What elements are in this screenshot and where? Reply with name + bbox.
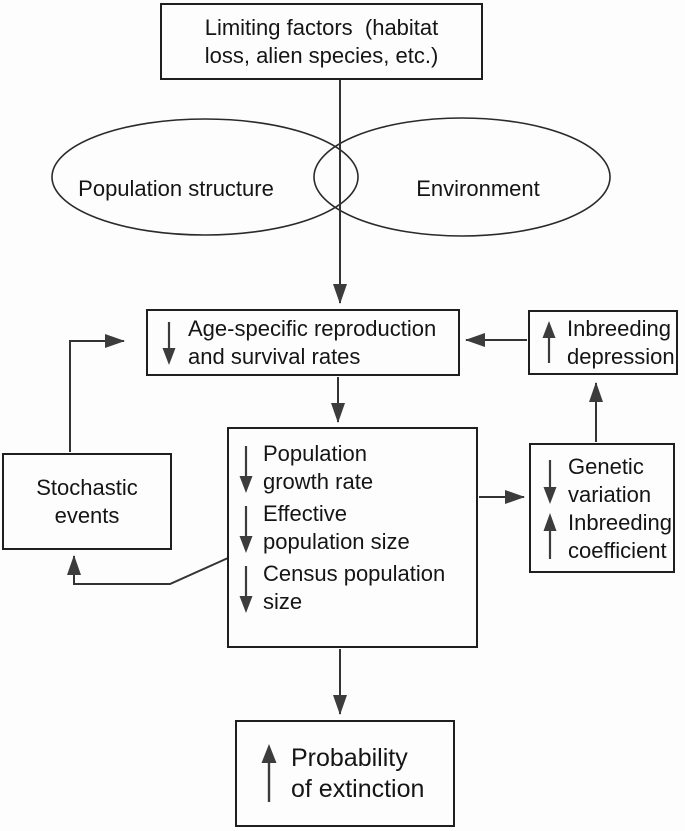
environment-ellipse [313,117,611,237]
connector-central-to-stochastic [67,555,229,585]
down-arrow-icon [239,566,253,613]
genetic-variation-box: Genetic variation Inbreeding coefficient [529,443,675,573]
list-item: Effective population size [237,500,476,556]
inbreeding-depression-box: Inbreeding depression [528,310,678,375]
population-structure-ellipse [51,118,359,236]
genetic-variation-label: Genetic variation [568,454,652,507]
population-growth-rate-label: Population growth rate [263,441,374,494]
list-item: Genetic variation [541,453,673,509]
age-specific-rates-label: Age-specific reproduction and survival r… [188,315,437,369]
environment-label: Environment [416,176,540,201]
down-arrow-icon [239,506,253,553]
population-parameters-box: Population growth rate Effective populat… [227,427,478,648]
list-item: Inbreeding coefficient [541,509,673,565]
stochastic-events-label: Stochastic events [36,474,138,528]
down-arrow-icon [239,446,253,493]
limiting-factors-label: Limiting factors (habitat loss, alien sp… [204,14,439,68]
population-structure-label: Population structure [78,176,274,201]
probability-extinction-box: Probability of extinction [235,720,455,827]
probability-extinction-label: Probability of extinction [291,743,425,803]
age-specific-rates-box: Age-specific reproduction and survival r… [146,309,460,376]
census-population-size-label: Census population size [263,561,446,614]
effective-population-size-label: Effective population size [263,501,410,554]
up-arrow-icon [261,743,277,802]
connector-stochastic-to-age [69,334,125,452]
inbreeding-coefficient-label: Inbreeding coefficient [568,510,672,563]
down-arrow-icon [543,460,557,504]
up-arrow-icon [542,320,556,363]
list-item: Population growth rate [237,440,476,496]
inbreeding-depression-label: Inbreeding depression [567,315,675,369]
down-arrow-icon [162,321,176,365]
up-arrow-icon [543,513,557,559]
limiting-factors-box: Limiting factors (habitat loss, alien sp… [160,3,483,80]
list-item: Census population size [237,560,476,616]
stochastic-events-box: Stochastic events [2,453,172,550]
